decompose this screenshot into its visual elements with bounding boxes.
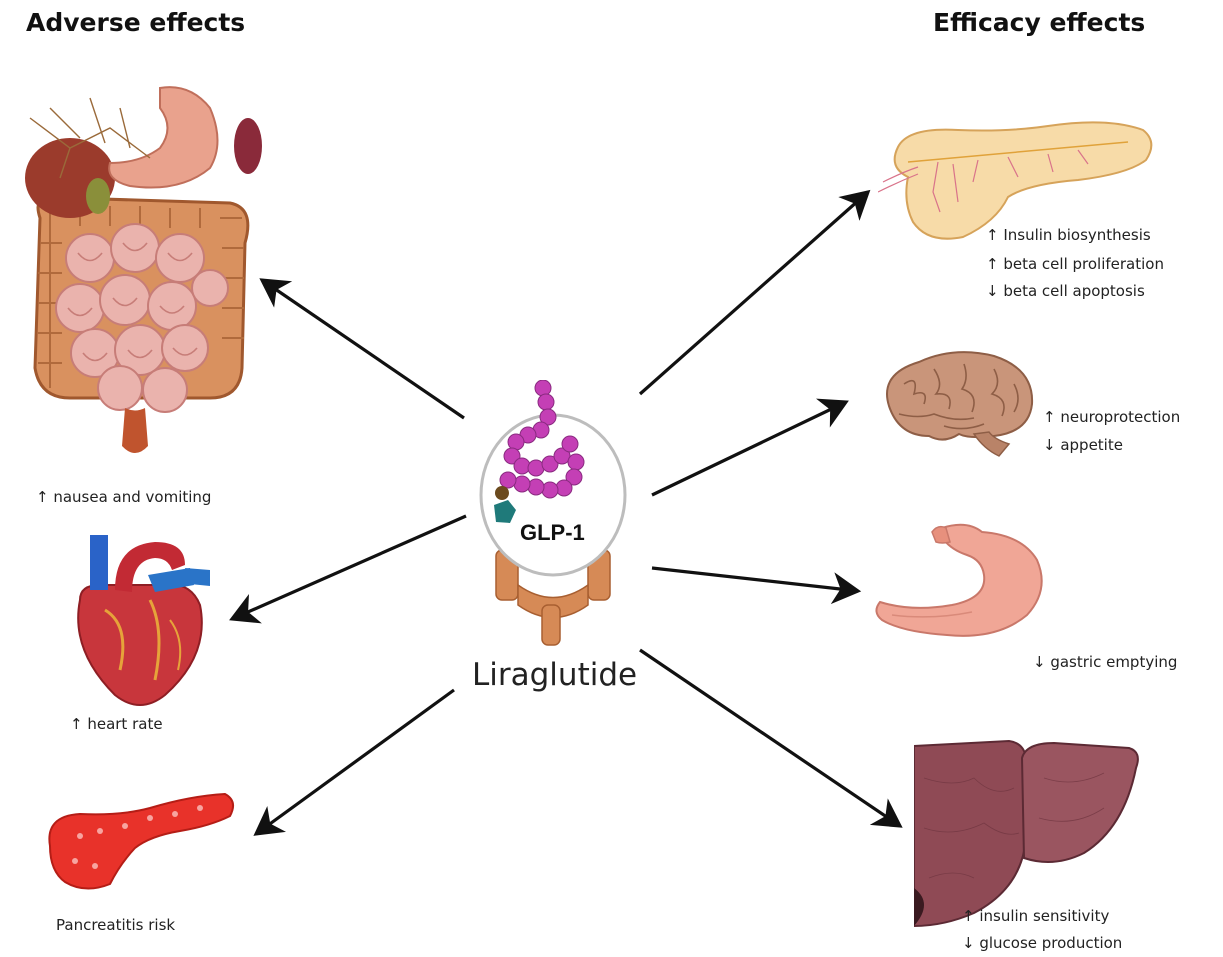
label-appetite: ↓ appetite [1043,434,1123,457]
pancreas-inflamed-illustration [40,786,240,896]
liver-illustration [914,738,1144,928]
arrow-to-brain [652,402,846,495]
liraglutide-label: Liraglutide [472,657,637,693]
arrow-to-liver [640,650,900,826]
arrow-to-pancreas-efficacy [640,192,868,394]
heart-illustration [60,530,220,715]
glp1-illustration [478,380,638,650]
glp1-label: GLP-1 [520,520,585,546]
brain-illustration [874,344,1042,462]
arrow-to-intestines [262,280,464,418]
arrow-to-stomach [652,568,858,591]
label-nausea: ↑ nausea and vomiting [36,486,211,509]
label-neuroprotection: ↑ neuroprotection [1043,406,1180,429]
arrow-to-pancreas-adverse [256,690,454,834]
label-insulin-biosynthesis: ↑ Insulin biosynthesis [986,224,1151,247]
arrow-to-heart [232,516,466,619]
label-glucose-production: ↓ glucose production [962,932,1122,955]
label-insulin-sensitivity: ↑ insulin sensitivity [962,905,1109,928]
label-beta-proliferation: ↑ beta cell proliferation [986,253,1164,276]
label-heart-rate: ↑ heart rate [70,713,163,736]
label-beta-apoptosis: ↓ beta cell apoptosis [986,280,1145,303]
intestines-illustration [10,68,270,470]
label-pancreatitis: Pancreatitis risk [56,914,175,937]
stomach-illustration [872,520,1052,645]
label-gastric-emptying: ↓ gastric emptying [1033,651,1177,674]
